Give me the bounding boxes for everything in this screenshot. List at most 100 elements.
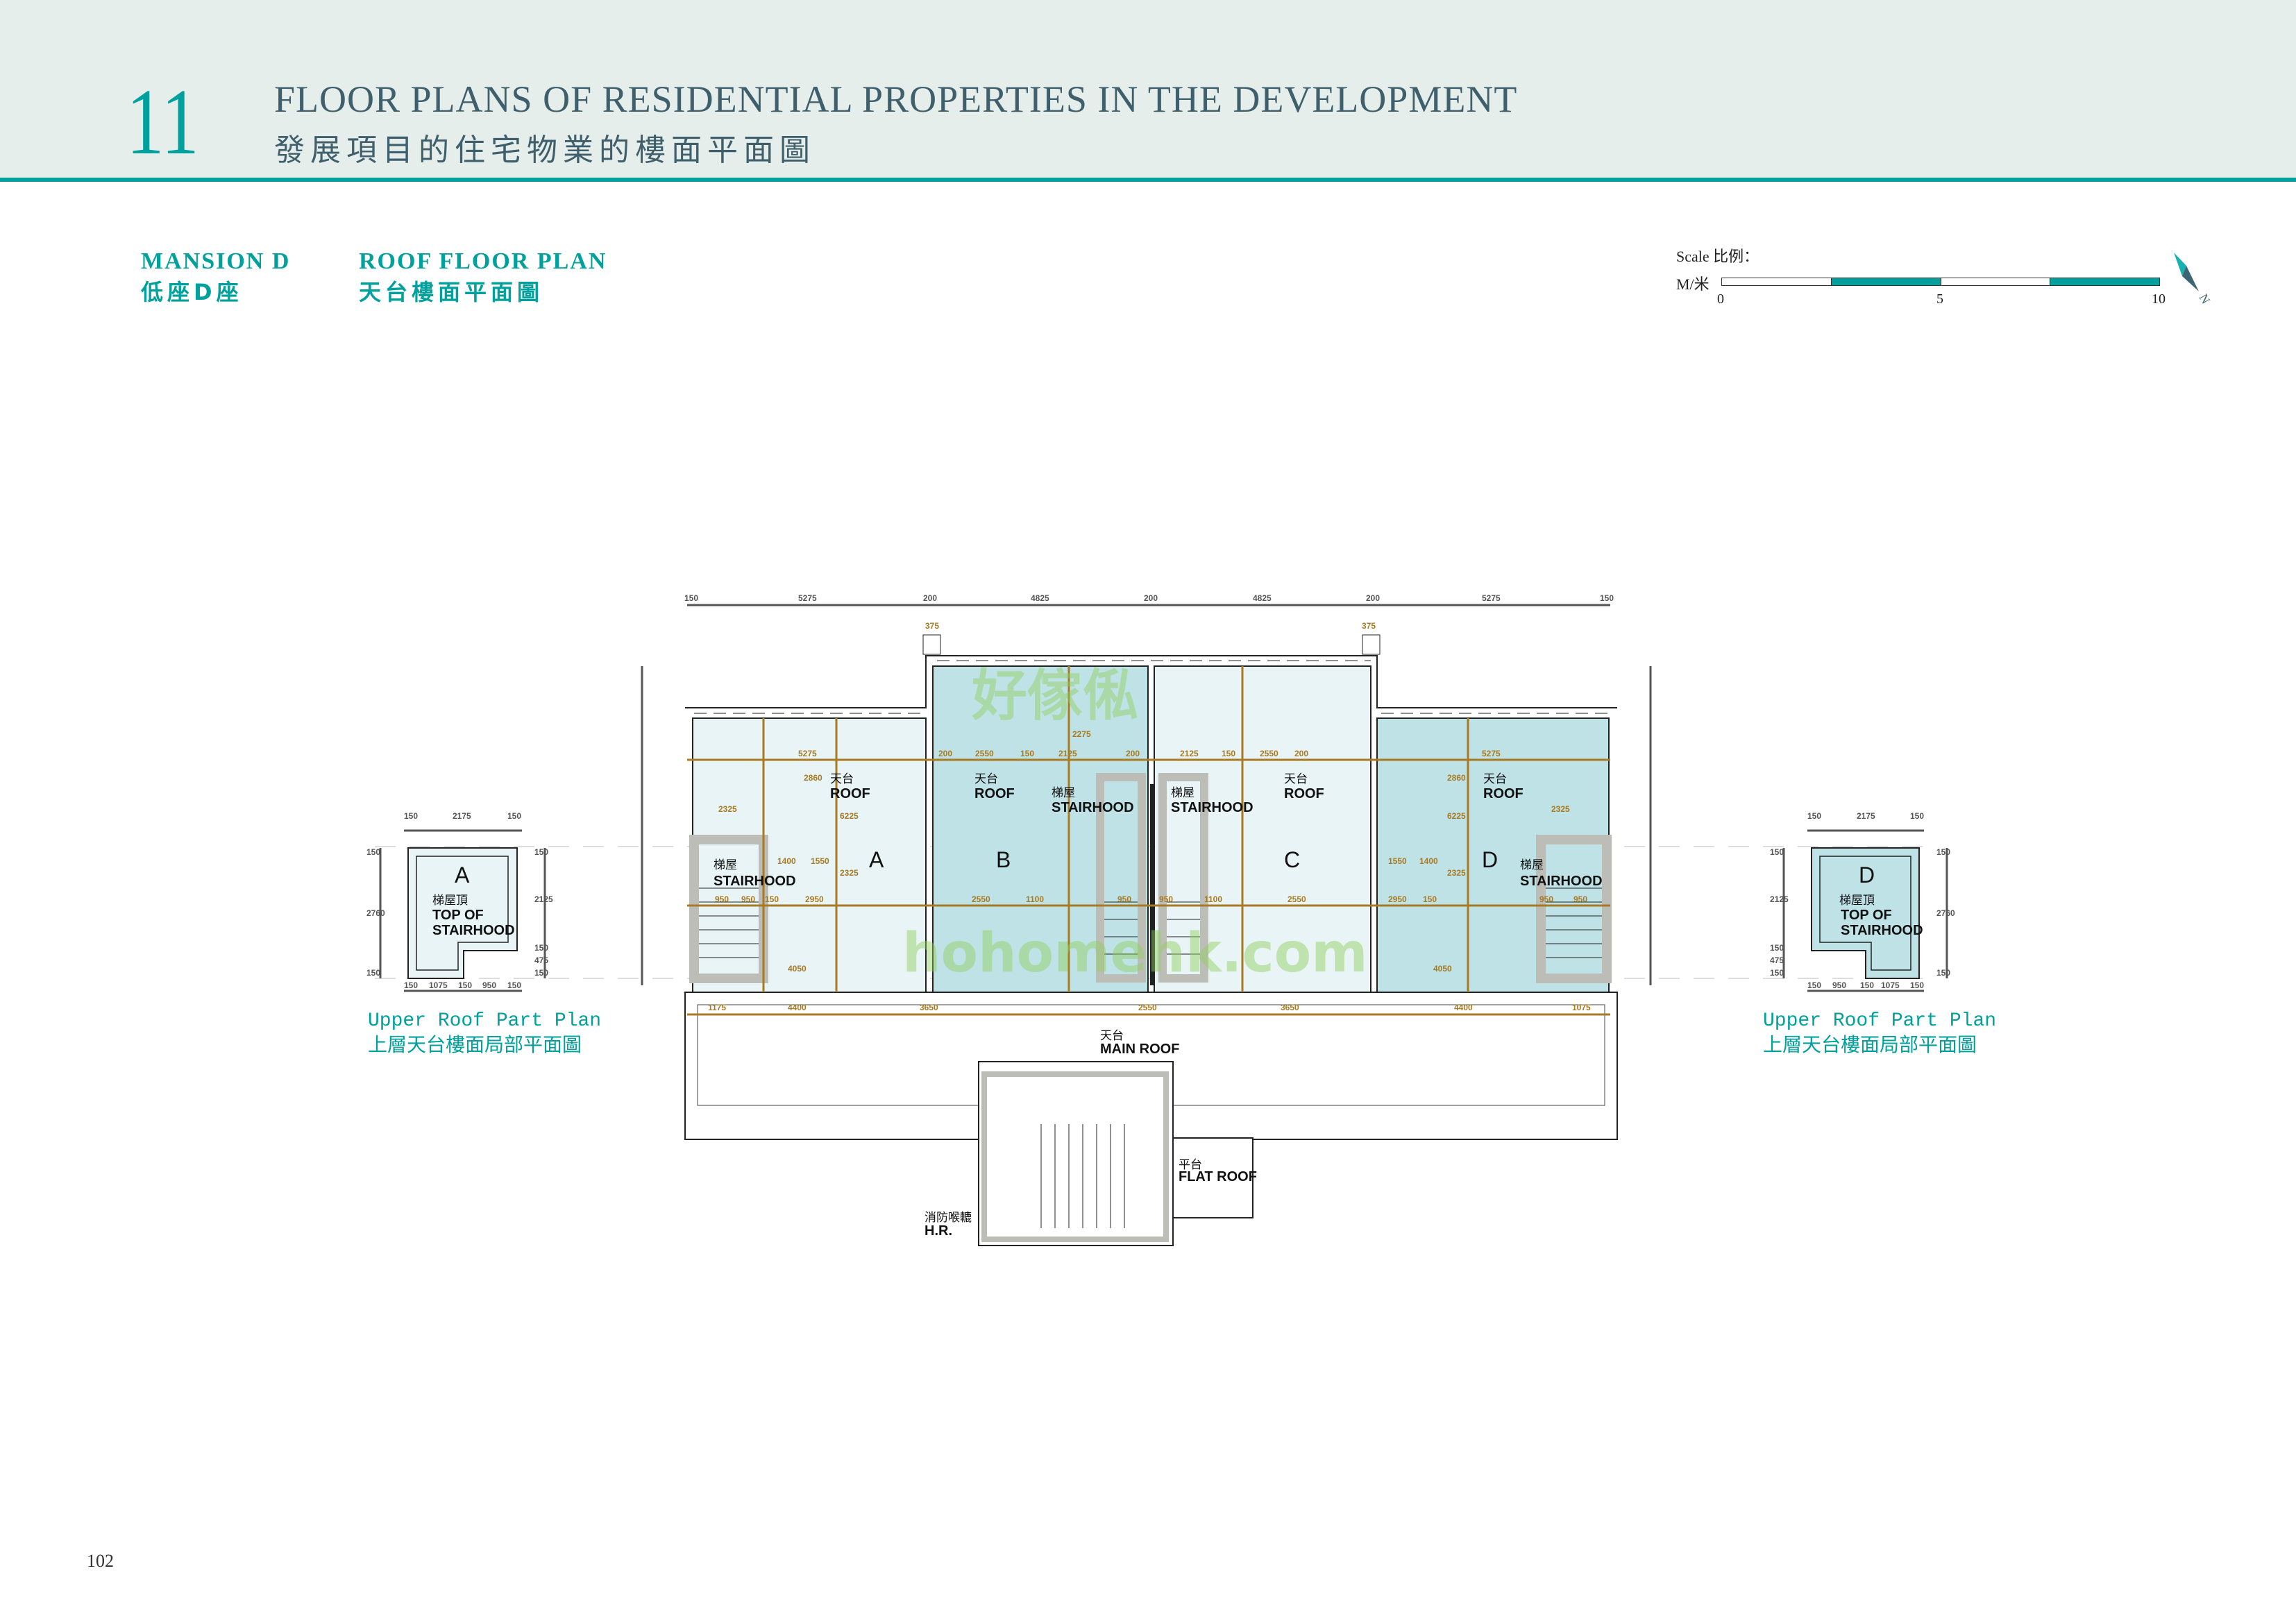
page-header: 11 FLOOR PLANS OF RESIDENTIAL PROPERTIES… [0,0,2296,182]
dim: 150 [1936,968,1950,978]
upper-roof-part-plan-right: 150 2175 150 150 2125 150 475 150 150 27… [1763,811,1996,1056]
dim: 150 [534,968,548,978]
dim: 150 [507,980,521,990]
scale-segment [1722,278,1832,285]
top-of-stairhood-zh: 梯屋頂 [432,894,468,908]
room-labels: 天台 ROOF 天台 ROOF 天台 ROOF 天台 ROOF 梯屋 STAIR… [714,772,1603,1239]
dim: 150 [1020,749,1034,758]
scale-segment [1941,278,2051,285]
dim: 950 [1539,894,1553,904]
dim: 2275 [1072,729,1091,739]
dim: 1075 [429,980,448,990]
unit-label-b: B [996,847,1011,872]
dim: 200 [1366,593,1380,603]
unit-label-c: C [1284,847,1300,872]
dim: 2860 [1447,773,1466,783]
dim: 1550 [811,856,829,866]
stairhood-label-a: STAIRHOOD [714,874,796,889]
dim: 5275 [1482,593,1501,603]
scale-tick-10: 10 [2152,291,2166,307]
dim: 2325 [718,804,737,814]
dim: 2550 [1288,894,1306,904]
scale-segment [1831,278,1941,285]
scale-tick-0: 0 [1717,291,1724,307]
dim: 150 [1807,811,1821,821]
dim: 4400 [1454,1003,1473,1012]
dim: 200 [938,749,952,758]
dim: 150 [1910,980,1924,990]
top-of-stairhood-label: STAIRHOOD [432,923,515,938]
dim: 1175 [708,1003,726,1012]
upper-roof-caption-en: Upper Roof Part Plan [1763,1010,1996,1032]
dim: 6225 [1447,811,1466,821]
page-number: 102 [87,1551,114,1571]
dim: 1400 [1419,856,1438,866]
dim: 950 [1573,894,1587,904]
dim: 150 [404,980,418,990]
unit-b-roof [932,665,1149,993]
dim: 375 [925,621,939,631]
roof-label-a: ROOF [830,786,870,801]
watermark-text-zh: 好傢俬 [971,663,1138,728]
roof-label-b: ROOF [974,786,1015,801]
unit-label-d: D [1859,863,1875,887]
dim: 150 [366,847,380,857]
dim: 4400 [788,1003,807,1012]
flat-roof-area [1172,1137,1253,1218]
roof-label-c: ROOF [1284,786,1324,801]
unit-label-a: A [869,847,884,872]
scale-unit: M/米 [1676,275,1710,293]
dim: 950 [741,894,755,904]
unit-c-roof [1154,665,1371,993]
scale-bar [1721,278,2160,286]
dim: 2550 [975,749,994,758]
main-roof-label: MAIN ROOF [1100,1042,1179,1057]
dim: 150 [1770,968,1784,978]
upper-roof-caption-zh: 上層天台樓面局部平面圖 [368,1033,582,1056]
dim: 150 [765,894,779,904]
dim: 150 [404,811,418,821]
dim: 3650 [920,1003,938,1012]
roof-label-zh: 天台 [1284,772,1308,786]
dim: 475 [534,955,548,965]
dim: 1400 [777,856,796,866]
flat-roof-label-zh: 平台 [1179,1158,1202,1172]
unit-a-roof [692,717,927,993]
dim: 200 [1294,749,1308,758]
scale-label: Scale 比例： [1676,248,1759,265]
stairhood-label-d: STAIRHOOD [1520,874,1603,889]
dim: 2175 [453,811,471,821]
upper-roof-caption-en: Upper Roof Part Plan [368,1010,601,1032]
dim: 2325 [840,868,859,878]
stairhood-c [1158,773,1208,983]
dim: 150 [507,811,521,821]
dim: 375 [1362,621,1376,631]
dim: 475 [1770,955,1784,965]
dim: 150 [366,968,380,978]
watermark: 好傢俬 hohomehk.com [902,663,1368,985]
stairhood-label-zh: 梯屋 [1052,786,1075,800]
dim: 2125 [1058,749,1077,758]
dim: 150 [684,593,698,603]
top-of-stairhood-label: TOP OF [432,908,484,923]
dim: 150 [534,943,548,953]
flat-roof-label: FLAT ROOF [1179,1169,1257,1184]
main-plan [641,604,1652,1246]
hose-reel-label: H.R. [925,1223,952,1239]
hose-reel-label-zh: 消防喉轆 [925,1211,972,1225]
top-of-stairhood-label: TOP OF [1841,908,1892,923]
dim: 2325 [1551,804,1570,814]
dim: 150 [1770,847,1784,857]
dim: 4825 [1253,593,1272,603]
bottom-dimensions: 1175 4400 3650 2550 3650 4400 1075 [708,1003,1591,1012]
dim: 200 [923,593,937,603]
scale-tick-5: 5 [1936,291,1943,307]
upper-roof-part-plan-left: 150 2175 150 150 2760 150 150 2125 150 4… [366,811,601,1056]
block-heading: MANSION D 低座D座 [141,248,290,307]
dim: 2550 [1260,749,1278,758]
dim: 1100 [1026,894,1044,904]
inner-dimensions: 5275 5275 200 2550 150 2125 200 2125 150… [715,729,1587,974]
dim: 150 [1423,894,1437,904]
dim: 4050 [788,964,807,974]
dim: 2550 [972,894,990,904]
